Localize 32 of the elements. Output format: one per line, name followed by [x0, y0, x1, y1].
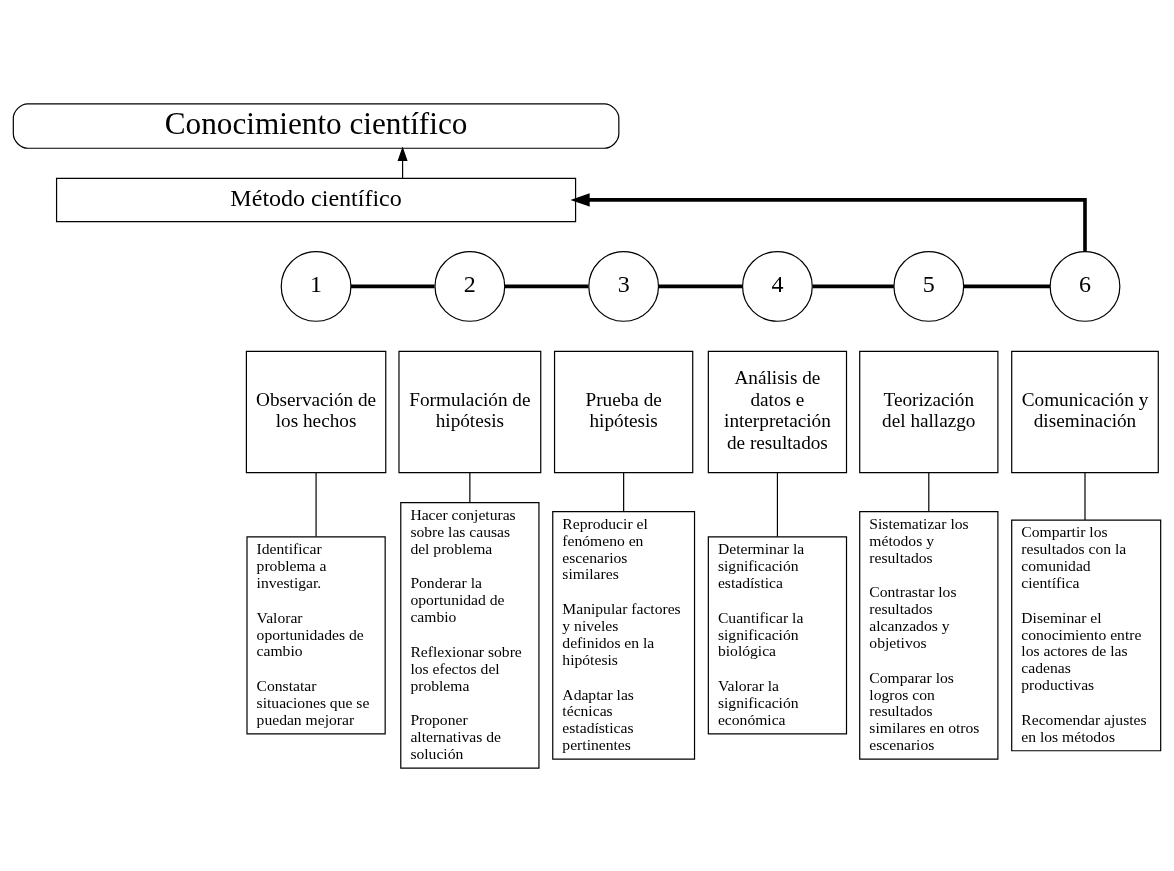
- node-box: Sistematizar los métodos y resultados Contrastar los resultados alcanzados y objetivos Comparar los logros con resultados similares en otros escenarios: [859, 510, 999, 760]
- node-box: Determinar la significación estadística Cuantificar la significación biológica Valorar la significación económica: [707, 535, 848, 735]
- connector: [469, 471, 471, 503]
- node-circle: 1: [280, 250, 352, 322]
- connector: [623, 471, 625, 512]
- node-box: Formulación de hipótesis: [398, 350, 542, 473]
- node-circle: 3: [588, 250, 660, 322]
- node-box: Prueba de hipótesis: [553, 350, 694, 473]
- connector: [1084, 471, 1086, 520]
- node-circle: 2: [434, 250, 506, 322]
- node-box: Compartir los resultados con la comunidad científica Diseminar el conocimiento entre los actores de las cadenas productivas Recomendar ajustes en los métodos: [1011, 519, 1162, 751]
- connector: [776, 471, 779, 537]
- connector: [658, 284, 743, 288]
- connector: [928, 471, 930, 512]
- node-box: Identificar problema a investigar. Valorar oportunidades de cambio Constatar situaciones que se puedan mejorar: [246, 535, 386, 735]
- node-circle: 4: [742, 250, 813, 322]
- connector: [812, 284, 894, 288]
- connector: [351, 284, 435, 288]
- node-circle: 5: [893, 250, 965, 322]
- connector: [963, 284, 1051, 288]
- node-box: Hacer conjeturas sobre las causas del problema Ponderar la oportunidad de cambio Reflexionar sobre los efectos del problema Proponer alternativas de solución: [400, 501, 540, 769]
- node-box: Observación de los hechos: [245, 350, 387, 473]
- node-box: Reproducir el fenómeno en escenarios similares Manipular factores y niveles definidos en la hipótesis Adaptar las técnicas estadísticas pertinentes: [552, 510, 696, 760]
- node-box: Método científico: [55, 177, 577, 222]
- connector: [504, 284, 589, 288]
- node-box: Análisis de datos e interpretación de resultados: [707, 350, 848, 473]
- node-box: Comunicación y diseminación: [1011, 350, 1159, 473]
- node-box: Teorización del hallazgo: [859, 350, 999, 473]
- node-box: Conocimiento científico: [12, 102, 620, 149]
- connector: [315, 471, 317, 537]
- node-circle: 6: [1049, 250, 1121, 322]
- arrow: [570, 192, 1087, 251]
